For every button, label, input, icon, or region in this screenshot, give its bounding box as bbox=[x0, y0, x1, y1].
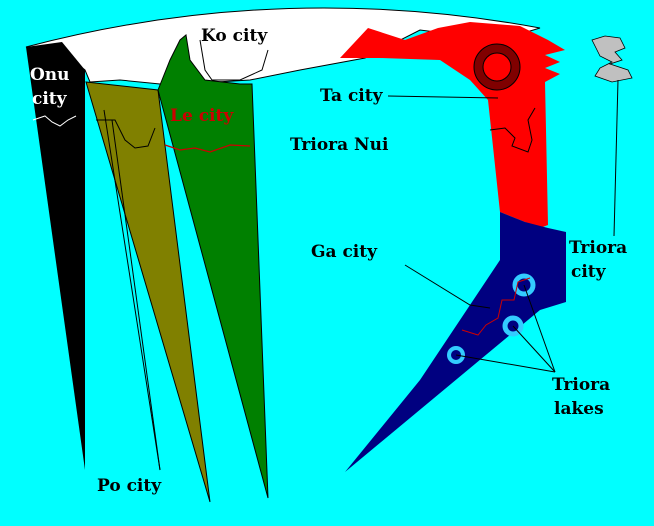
triora-nui-label: Triora Nui bbox=[290, 135, 389, 155]
onu-city-label-line2: city bbox=[32, 89, 68, 109]
ta-city-outline bbox=[489, 107, 536, 153]
triora-city-label-line2: city bbox=[571, 262, 607, 282]
ga-city-label: Ga city bbox=[311, 242, 378, 262]
triora-lakes-label-line2: lakes bbox=[554, 399, 604, 419]
ko-city-outline bbox=[199, 39, 269, 81]
po-region bbox=[85, 81, 211, 503]
lakes-leader-line-2 bbox=[512, 325, 556, 373]
ko-city-label: Ko city bbox=[201, 26, 268, 46]
po-city-outline bbox=[96, 119, 156, 149]
ta-leader-line bbox=[387, 95, 499, 99]
po-leader-line-1 bbox=[103, 109, 161, 471]
po-leader-line-2 bbox=[111, 119, 161, 471]
onu-city-outline bbox=[32, 115, 77, 127]
le-city-label: Le city bbox=[170, 106, 234, 126]
leader-lines bbox=[103, 79, 619, 471]
le-region bbox=[157, 34, 269, 499]
ga-city-outline bbox=[461, 277, 531, 336]
ga-leader-line bbox=[404, 264, 491, 309]
lakes-leader-line-3 bbox=[455, 354, 556, 373]
lakes-leader-line-1 bbox=[523, 284, 556, 373]
onu-city-label: Onu bbox=[30, 65, 70, 85]
triora-city-label: Triora bbox=[569, 238, 627, 258]
onu-region bbox=[26, 42, 85, 470]
triora-lakes-label: Triora bbox=[552, 375, 610, 395]
po-city-label: Po city bbox=[97, 476, 162, 496]
smoke-cloud bbox=[591, 35, 633, 83]
le-city-outline bbox=[164, 144, 251, 153]
volcano-crater bbox=[482, 52, 512, 82]
ga-region bbox=[345, 212, 566, 472]
ta-city-label: Ta city bbox=[320, 86, 384, 106]
triora-city-leader-line bbox=[613, 79, 619, 237]
